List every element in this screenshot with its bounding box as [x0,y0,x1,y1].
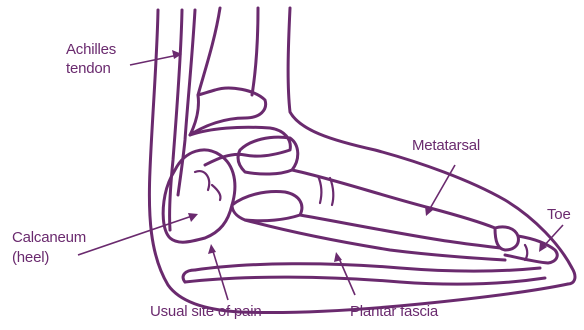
plantar-fascia-band [195,264,540,271]
tibia-back [198,8,220,95]
calcaneum-pointer-arrowhead [188,213,198,222]
metatarsal-lower [245,220,505,260]
proximal-phalanx [495,227,518,250]
ankle-joint [190,127,290,165]
plantar-fascia-pointer [338,256,355,295]
tibia-front [252,8,258,95]
metatarsal-joint-2 [330,178,333,205]
calcaneum-label-line2: (heel) [12,248,49,267]
toe-label: Toe [547,205,571,224]
achilles-label-line2: tendon [66,59,111,78]
achilles-pointer [130,55,178,65]
usual-site-pointer [212,248,228,300]
calcaneum-pointer [78,215,195,255]
toe-pointer [542,225,563,248]
usual-site-label: Usual site of pain [150,302,261,321]
toe-joint [525,245,527,260]
calcaneum-label-line1: Calcaneum [12,228,86,247]
achilles-tendon [170,10,182,230]
calcaneum-inner-mark [195,171,221,200]
usual-site-pointer-arrowhead [208,244,216,254]
cuboid-bone [232,192,302,221]
achilles-label-line1: Achilles [66,40,116,59]
plantar-fascia-band-lower [185,277,545,284]
metatarsal-joint-1 [318,176,321,203]
metatarsal-label: Metatarsal [412,136,480,155]
plantar-fascia-label: Plantar fascia [350,302,438,321]
